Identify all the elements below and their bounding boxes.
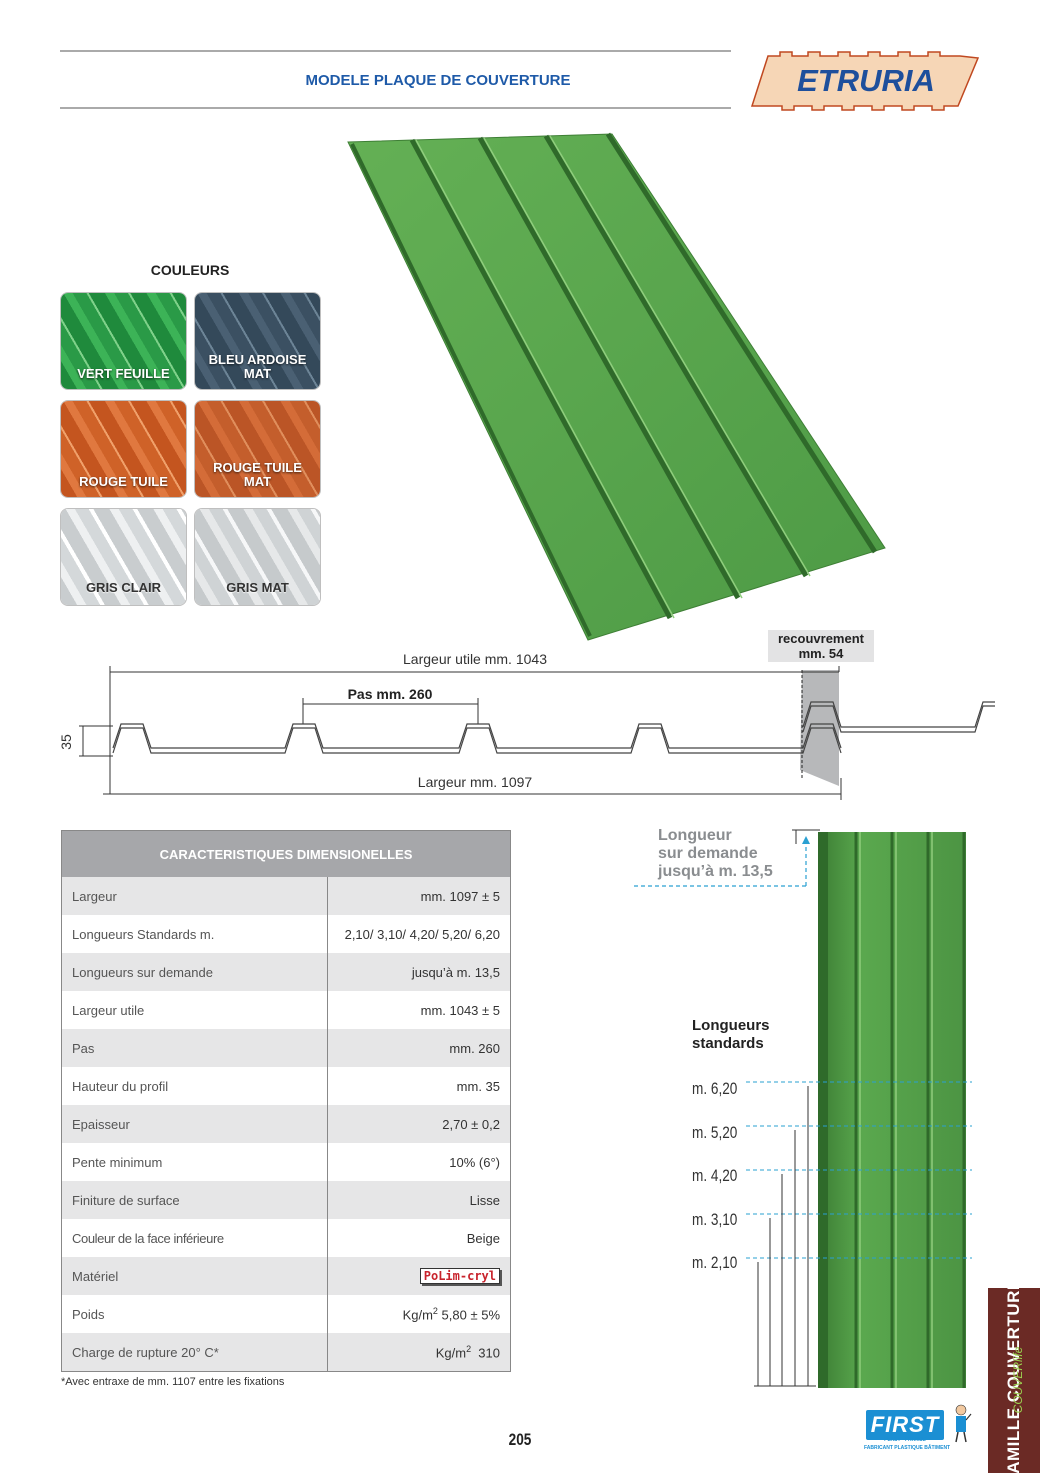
swatch-fill [195,509,320,605]
spec-value: Kg/m2 310 [327,1333,511,1372]
swatch-fill [61,401,186,497]
spec-key: Hauteur du profil [61,1067,328,1105]
spec-key: Pas [61,1029,328,1067]
first-logo-text: FIRST [870,1412,940,1437]
page-title: MODELE PLAQUE DE COUVERTURE [305,72,571,89]
spec-value: mm. 1097 ± 5 [327,877,511,915]
overlap-value: mm. 54 [799,646,845,661]
spec-key: Finiture de surface [61,1181,328,1219]
first-plast-logo: FIRST PLAST · FRANCE FABRICANT PLASTIQUE… [864,1404,976,1456]
spec-key: Epaisseur [61,1105,328,1143]
spec-key: Longueurs sur demande [61,953,328,991]
swatch-label: GRIS CLAIR [85,580,162,595]
table-row: Couleur de la face inférieure Beige [61,1219,511,1257]
table-row: Hauteur du profil mm. 35 [61,1067,511,1105]
table-row: Charge de rupture 20° C* Kg/m2 310 [61,1333,511,1372]
spec-key: Largeur utile [61,991,328,1029]
swatch-gris-clair[interactable]: GRIS CLAIR [60,508,187,606]
first-logo-sub2: FABRICANT PLASTIQUE BÂTIMENT [864,1445,951,1451]
height-label: 35 [58,734,74,750]
overlap-box [768,630,874,662]
length-label: m. 2,10 [692,1253,738,1272]
colors-title: COULEURS [150,262,230,278]
spec-value: mm. 260 [327,1029,511,1067]
etruria-logo-text: ETRURIA [797,63,935,98]
etruria-logo: ETRURIA [750,51,980,111]
profile-line [112,701,995,754]
spec-key: Matériel [61,1257,328,1295]
spec-value: PoLim-cryl [327,1257,511,1295]
length-label: m. 5,20 [692,1123,738,1142]
polimcryl-logo: PoLim-cryl [419,1268,500,1284]
spec-value: 2,70 ± 0,2 [327,1105,511,1143]
table-row: Largeur utile mm. 1043 ± 5 [61,991,511,1029]
swatch-fill [61,293,186,389]
spec-value: jusqu’à m. 13,5 [327,953,511,991]
on-demand-length-label: Longueur sur demande jusqu’à m. 13,5 [658,827,773,880]
length-label: m. 6,20 [692,1079,738,1098]
specs-title: CARACTERISTIQUES DIMENSIONELLES [61,830,511,877]
spec-value: 2,10/ 3,10/ 4,20/ 5,20/ 6,20 [344,926,500,942]
spec-key: Couleur de la face inférieure [61,1219,328,1257]
sheet-perspective-image [347,132,886,641]
table-row: Poids Kg/m2 5,80 ± 5% [61,1295,511,1333]
spec-value: mm. 35 [456,1078,500,1094]
spec-value: mm. 1043 ± 5 [420,1002,500,1018]
pitch-label: Pas mm. 260 [348,686,433,702]
swatch-fill [61,509,186,605]
profile-section-drawing: recouvrement mm. 54 Largeur utile mm. 10… [58,630,995,800]
standard-lengths-title: Longueurs standards [692,1017,770,1052]
width-label: Largeur mm. 1097 [418,774,533,790]
header-rule-top [60,50,731,52]
swatch-label: GRIS MAT [226,580,289,595]
spec-value: Kg/m2 5,80 ± 5% [402,1305,500,1323]
page-number: 205 [508,1430,532,1449]
length-label: m. 4,20 [692,1166,738,1185]
side-tab-sublabel: COUVERlife [1011,1346,1025,1414]
useful-width-label: Largeur utile mm. 1043 [403,651,547,667]
swatch-gris-mat[interactable]: GRIS MAT [194,508,321,606]
swatch-label: VERT FEUILLE [77,366,170,381]
spec-key: Poids [61,1295,328,1333]
swatch-fill [195,401,320,497]
swatch-fill [195,293,320,389]
sheet-left-edge [818,832,828,1388]
header-rule-bottom [60,107,731,109]
spec-value: 10% (6°) [449,1154,500,1170]
first-logo-box [866,1410,944,1440]
table-row: Matériel PoLim-cryl [61,1257,511,1295]
spec-value: Lisse [327,1181,511,1219]
swatch-label: ROUGE TUILE [79,474,168,489]
swatch-rouge-tuile[interactable]: ROUGE TUILE [60,400,187,498]
overlap-label: recouvrement [778,631,865,646]
side-tab-famille-couverture[interactable]: FAMILLE COUVERTURE COUVERlife [988,1278,1040,1483]
first-logo-sub1: PLAST · FRANCE [884,1437,926,1443]
spec-key: Longueurs Standards m. [61,915,328,953]
vertical-sheet-drawing [634,829,972,1388]
length-label: m. 3,10 [692,1210,738,1229]
table-row: Longueurs Standards m. 2,10/ 3,10/ 4,20/ … [61,915,511,953]
mascot-icon [955,1404,972,1443]
spec-key: Largeur [61,877,328,915]
spec-key: Charge de rupture 20° C* [61,1333,328,1372]
spec-key: Pente minimum [61,1143,328,1181]
table-row: Pente minimum 10% (6°) [61,1143,511,1181]
specs-header-row: CARACTERISTIQUES DIMENSIONELLES [61,830,511,877]
spec-value: Beige [466,1230,500,1246]
footnote: *Avec entraxe de mm. 1107 entre les fixa… [61,1376,285,1388]
swatch-vert-feuille[interactable]: VERT FEUILLE [60,292,187,390]
